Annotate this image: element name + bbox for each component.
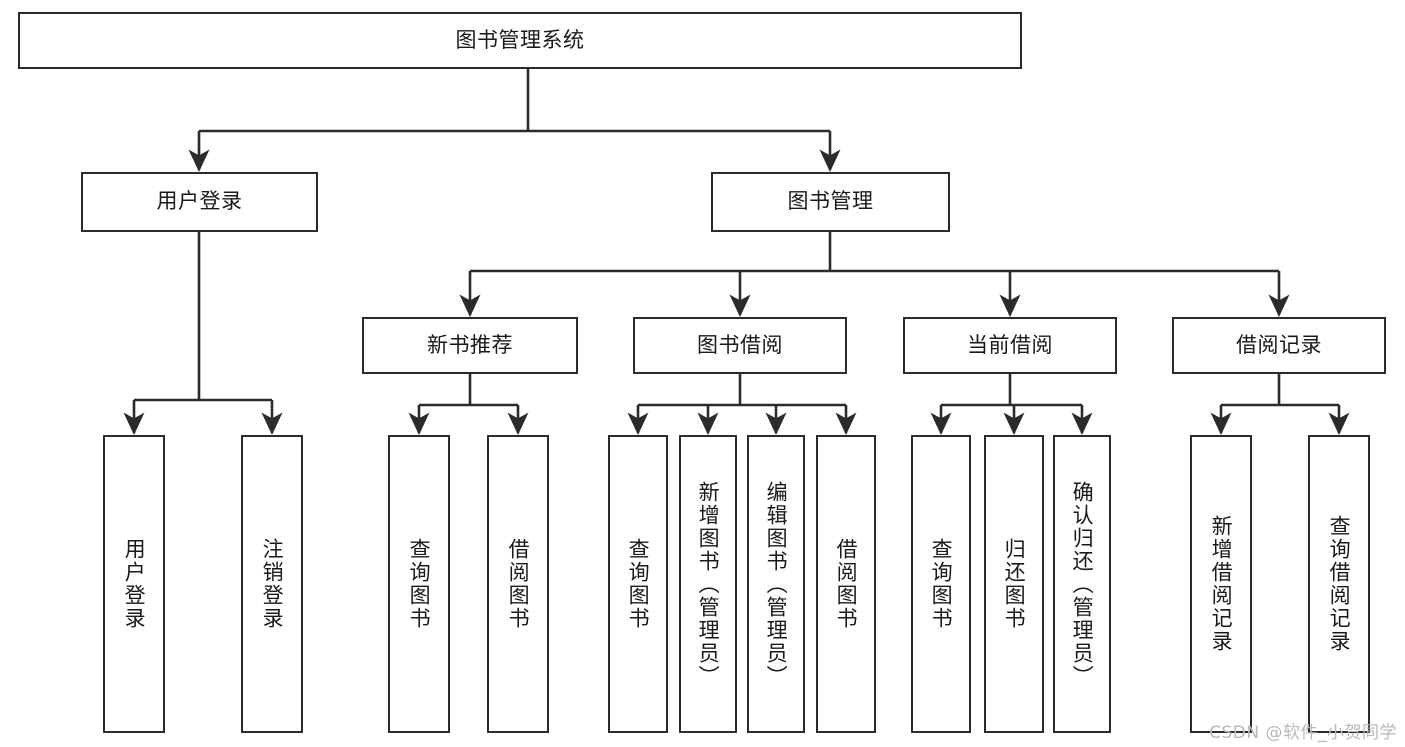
leaf-return-book[interactable]: 归还图书 bbox=[984, 435, 1044, 733]
node-book-management[interactable]: 图书管理 bbox=[711, 172, 950, 232]
leaf-query-book-newbook[interactable]: 查询图书 bbox=[388, 435, 450, 733]
node-label: 归还图书 bbox=[1002, 538, 1027, 630]
node-label: 图书借阅 bbox=[697, 332, 783, 357]
node-user-login[interactable]: 用户登录 bbox=[81, 172, 318, 232]
node-label: 借阅图书 bbox=[834, 538, 859, 630]
node-current-borrow[interactable]: 当前借阅 bbox=[903, 317, 1117, 374]
leaf-confirm-return-admin[interactable]: 确认归还（管理员） bbox=[1053, 435, 1111, 733]
node-label: 新书推荐 bbox=[427, 332, 513, 357]
node-borrow-record[interactable]: 借阅记录 bbox=[1172, 317, 1386, 374]
node-label: 新增借阅记录 bbox=[1209, 515, 1234, 653]
node-new-book-recommend[interactable]: 新书推荐 bbox=[362, 317, 578, 374]
node-label: 确认归还（管理员） bbox=[1070, 480, 1095, 688]
node-label: 查询借阅记录 bbox=[1327, 515, 1352, 653]
node-label: 当前借阅 bbox=[967, 332, 1053, 357]
csdn-watermark: CSDN @软件_小贺同学 bbox=[1209, 723, 1397, 743]
node-label: 图书管理 bbox=[787, 189, 874, 214]
node-label: 用户登录 bbox=[156, 189, 243, 214]
leaf-user-logout[interactable]: 注销登录 bbox=[241, 435, 303, 733]
leaf-add-book-admin[interactable]: 新增图书（管理员） bbox=[679, 435, 737, 733]
node-book-borrow[interactable]: 图书借阅 bbox=[633, 317, 847, 374]
node-label: 查询图书 bbox=[407, 538, 432, 630]
node-label: 借阅图书 bbox=[506, 538, 531, 630]
node-label: 查询图书 bbox=[626, 538, 651, 630]
leaf-user-login[interactable]: 用户登录 bbox=[103, 435, 165, 733]
leaf-query-borrow-record[interactable]: 查询借阅记录 bbox=[1308, 435, 1370, 733]
leaf-query-book-current[interactable]: 查询图书 bbox=[911, 435, 971, 733]
node-label: 借阅记录 bbox=[1236, 332, 1322, 357]
node-label: 注销登录 bbox=[260, 538, 285, 630]
leaf-borrow-book-borrow[interactable]: 借阅图书 bbox=[816, 435, 876, 733]
node-label: 编辑图书（管理员） bbox=[764, 480, 789, 688]
node-label: 用户登录 bbox=[122, 538, 147, 630]
node-label: 查询图书 bbox=[929, 538, 954, 630]
leaf-query-book-borrow[interactable]: 查询图书 bbox=[608, 435, 668, 733]
leaf-borrow-book-newbook[interactable]: 借阅图书 bbox=[487, 435, 549, 733]
leaf-edit-book-admin[interactable]: 编辑图书（管理员） bbox=[747, 435, 805, 733]
node-label: 新增图书（管理员） bbox=[696, 480, 721, 688]
node-root-system[interactable]: 图书管理系统 bbox=[18, 12, 1022, 69]
node-label: 图书管理系统 bbox=[455, 27, 585, 52]
leaf-add-borrow-record[interactable]: 新增借阅记录 bbox=[1190, 435, 1252, 733]
